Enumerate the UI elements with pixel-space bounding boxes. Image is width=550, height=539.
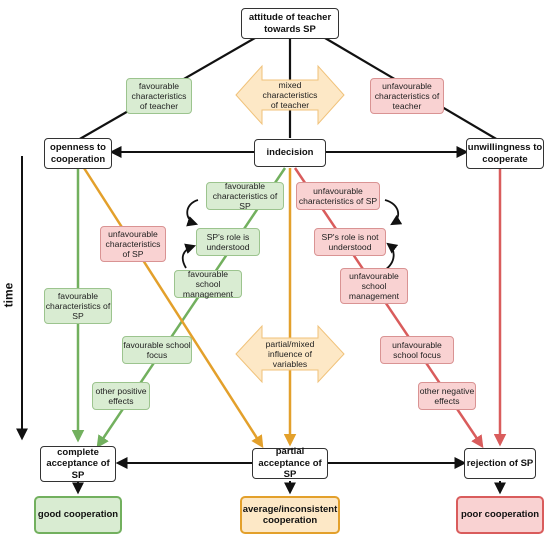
node-complete-acceptance: complete acceptance of SP <box>40 446 116 482</box>
node-indecision: indecision <box>254 139 326 167</box>
note-unfavourable-teacher: unfavourable characteristics of teacher <box>370 78 444 114</box>
note-unfavourable-sp-left: unfavourable characteristics of SP <box>100 226 166 262</box>
outcome-good: good cooperation <box>34 496 122 534</box>
note-unfavourable-sp-right: unfavourable characteristics of SP <box>296 182 380 210</box>
mixed-influence-double-arrow <box>235 324 345 384</box>
time-axis-label: time <box>1 282 16 308</box>
mixed-teacher-double-arrow <box>235 64 345 126</box>
node-openness: openness to cooperation <box>44 138 112 169</box>
note-mixed-influence: partial/mixed influence of variables <box>265 338 315 370</box>
note-favourable-sp-left: favourable characteristics of SP <box>44 288 112 324</box>
outcome-average: average/inconsistent cooperation <box>240 496 340 534</box>
path-openness-partial <box>82 167 264 449</box>
node-unwillingness: unwillingness to cooperate <box>466 138 544 169</box>
note-unfavourable-management: unfavourable school management <box>340 268 408 304</box>
outcome-poor: poor cooperation <box>456 496 544 534</box>
node-attitude: attitude of teacher towards SP <box>241 8 339 39</box>
note-mixed-teacher: mixed characteristics of teacher <box>262 79 318 111</box>
note-favourable-focus: favourable school focus <box>122 336 192 364</box>
note-favourable-teacher: favourable characteristics of teacher <box>126 78 192 114</box>
note-favourable-management: favourable school management <box>174 269 242 299</box>
curl-arrow-left-top <box>186 199 199 227</box>
curl-arrow-right-bottom <box>384 242 399 271</box>
note-role-understood: SP's role is understood <box>196 228 260 256</box>
node-rejection: rejection of SP <box>464 448 536 479</box>
node-partial-acceptance: partial acceptance of SP <box>252 446 328 480</box>
curl-arrow-left-bottom <box>181 243 197 269</box>
note-other-negative: other negative effects <box>418 382 476 410</box>
curl-arrow-right-top <box>384 199 403 226</box>
note-role-not-understood: SP's role is not understood <box>314 228 386 256</box>
note-unfavourable-focus: unfavourable school focus <box>380 336 454 364</box>
note-favourable-sp-mid: favourable characteristics of SP <box>206 181 284 211</box>
note-other-positive: other positive effects <box>92 382 150 410</box>
